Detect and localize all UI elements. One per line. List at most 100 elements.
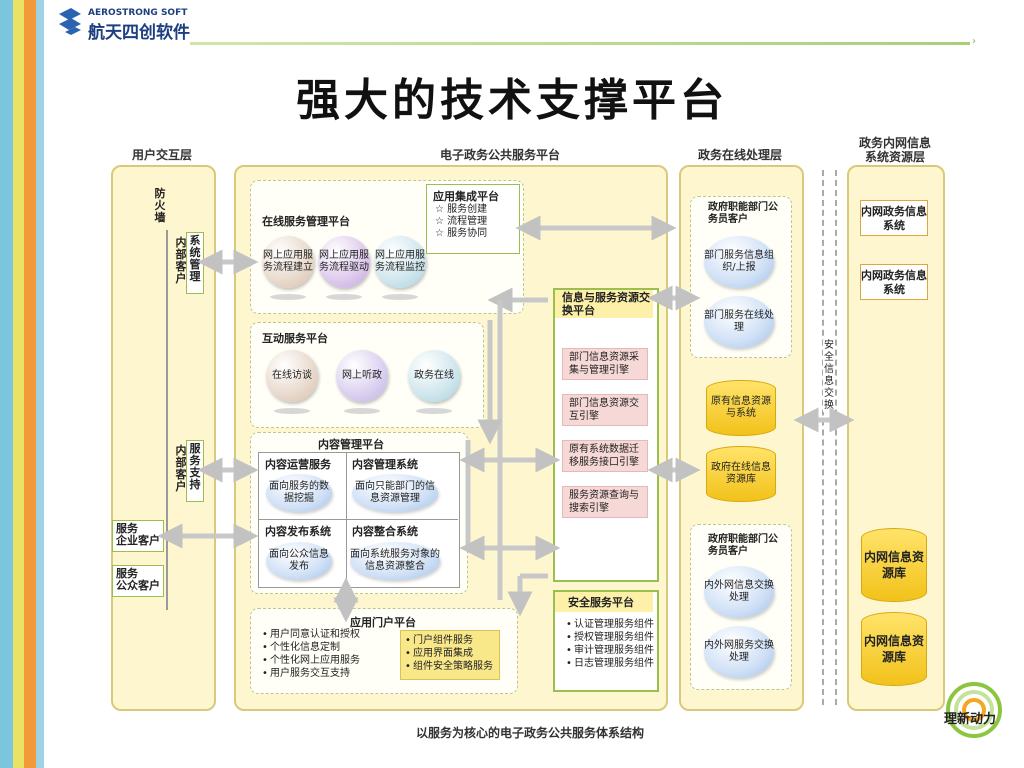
exchange-title: 信息与服务资源交换平台 [562, 291, 650, 317]
app-integration-box: 应用集成平台 ☆ 服务创建 ☆ 流程管理 ☆ 服务协同 [426, 184, 520, 254]
app-int-item-1: ☆ 服务创建 [435, 204, 519, 216]
online-mgmt-title: 在线服务管理平台 [262, 215, 350, 228]
ball-interview: 在线访谈 [266, 350, 318, 402]
resource-integ-oval: 面向系统服务对象的信息资源整合 [350, 542, 440, 580]
exchange-item: 部门信息资源交互引擎 [562, 394, 648, 426]
left-stripe-orange [24, 0, 36, 768]
intranet-system-box: 内网政务信息系统 [860, 264, 928, 300]
portal-comp-item: 组件安全策略服务 [405, 660, 495, 673]
secure-exchange-line-left [822, 170, 824, 705]
app-int-item-2: ☆ 流程管理 [435, 216, 519, 228]
header-arrow-icon: › [972, 36, 976, 47]
header-rule [190, 42, 970, 45]
star-icon: ☆ [435, 204, 444, 215]
app-integration-title: 应用集成平台 [433, 190, 499, 203]
security-item: 认证管理服务组件 [566, 618, 656, 631]
col-head-user: 用户交互层 [131, 148, 192, 162]
inner-client-1: 内部客户 [175, 236, 187, 285]
col-head-public: 电子政务公共服务平台 [439, 148, 560, 162]
portal-item: 个性化信息定制 [262, 641, 402, 654]
content-pub-head: 内容发布系统 [265, 525, 331, 538]
exchange-item: 原有系统数据迁移服务接口引擎 [562, 440, 648, 472]
ball-flow-monitor: 网上应用服务流程监控 [374, 236, 426, 288]
enterprise-client-box: 服务企业客户 [112, 520, 164, 552]
app-int-item-3-label: 服务协同 [447, 228, 488, 239]
exchange-box [553, 288, 659, 582]
firewall-line [166, 230, 168, 610]
inner-service-support-tag: 服务支持 [186, 440, 204, 502]
corner-logo-text: 理新动力 [944, 712, 997, 727]
dept-report-oval: 部门服务信息组织/上报 [704, 236, 774, 288]
ball-shadow [326, 294, 362, 300]
info-exchange-oval: 内外网信息交换处理 [704, 566, 774, 618]
online-bottom-title: 政府职能部门公务员客户 [708, 534, 778, 557]
portal-item: 个性化网上应用服务 [262, 654, 402, 667]
inner-system-mgmt-text: 系统管理 [189, 234, 201, 283]
content-ops-head: 内容运营服务 [265, 458, 331, 471]
content-title: 内容管理平台 [318, 438, 384, 451]
dept-process-oval: 部门服务在线处理 [704, 296, 774, 348]
portal-item: 用户同意认证和授权 [262, 628, 402, 641]
interactive-title: 互动服务平台 [262, 332, 328, 345]
inner-client-2: 内部客户 [175, 444, 187, 493]
info-publish-oval: 面向公众信息发布 [266, 542, 332, 580]
exchange-item: 部门信息资源采集与管理引擎 [562, 348, 648, 380]
secure-exchange-line-right [835, 170, 837, 705]
ent-l1: 服务 [116, 522, 138, 535]
star-icon: ☆ [435, 228, 444, 239]
left-stripe-lightblue [36, 0, 44, 768]
service-exchange-oval: 内外网服务交换处理 [704, 626, 774, 678]
ball-hearing: 网上听政 [336, 350, 388, 402]
ball-shadow [382, 294, 418, 300]
data-mining-oval: 面向服务的数据挖掘 [266, 474, 332, 512]
security-title-bar [555, 592, 653, 612]
online-top-title: 政府职能部门公务员客户 [708, 202, 778, 225]
ball-shadow [270, 294, 306, 300]
exchange-title-bar [555, 290, 653, 318]
col-head-intranet-l2: 系统资源层 [864, 150, 925, 164]
security-item: 授权管理服务组件 [566, 631, 656, 644]
portal-title: 应用门户平台 [350, 616, 416, 629]
portal-comp-item: 应用界面集成 [405, 647, 495, 660]
ball-shadow [274, 408, 310, 414]
portal-item: 用户服务交互支持 [262, 667, 402, 680]
intranet-system-box: 内网政务信息系统 [860, 200, 928, 236]
security-item: 审计管理服务组件 [566, 644, 656, 657]
ball-shadow [416, 408, 452, 414]
aerostrong-logo-icon [55, 6, 85, 36]
logo-en: AEROSTRONG SOFT [88, 8, 188, 18]
left-stripe-yellow [13, 0, 24, 768]
intranet-db: 内网信息资源库 [861, 612, 927, 686]
ball-flow-drive: 网上应用服务流程驱动 [318, 236, 370, 288]
col-head-intranet: 政务内网信息 系统资源层 [840, 136, 950, 164]
corner-swirl-logo-icon [944, 680, 1004, 740]
app-int-item-1-label: 服务创建 [447, 204, 488, 215]
ball-online-gov: 政务在线 [408, 350, 460, 402]
diagram-caption: 以服务为核心的电子政务公共服务体系结构 [415, 726, 644, 740]
legacy-resource-db: 原有信息资源与系统 [706, 380, 776, 436]
portal-left-list: 用户同意认证和授权 个性化信息定制 个性化网上应用服务 用户服务交互支持 [262, 628, 402, 680]
content-mgmt-head: 内容管理系统 [352, 458, 418, 471]
page-title: 强大的技术支撑平台 [296, 75, 728, 126]
portal-comp-item: 门户组件服务 [405, 634, 495, 647]
left-stripe-blue [0, 0, 13, 768]
secure-exchange-label: 安全信息交换 [823, 340, 835, 412]
ball-flow-create: 网上应用服务流程建立 [262, 236, 314, 288]
pub-l1: 服务 [116, 567, 138, 580]
intranet-db: 内网信息资源库 [861, 528, 927, 602]
resource-mgmt-oval: 面向只能部门的信息资源管理 [352, 474, 438, 512]
exchange-item: 服务资源查询与搜索引擎 [562, 486, 648, 518]
security-item: 日志管理服务组件 [566, 657, 656, 670]
public-client-box: 服务公众客户 [112, 565, 164, 597]
online-resource-db: 政府在线信息资源库 [706, 446, 776, 502]
app-int-item-2-label: 流程管理 [447, 216, 488, 227]
logo-cn: 航天四创软件 [88, 23, 190, 43]
grid-hline [258, 519, 458, 520]
ball-shadow [344, 408, 380, 414]
firewall-label: 防火墙 [154, 187, 166, 224]
col-head-online: 政务在线处理层 [697, 148, 782, 162]
portal-right-list: 门户组件服务 应用界面集成 组件安全策略服务 [400, 630, 500, 680]
star-icon: ☆ [435, 216, 444, 227]
pub-l2: 公众客户 [116, 579, 160, 592]
